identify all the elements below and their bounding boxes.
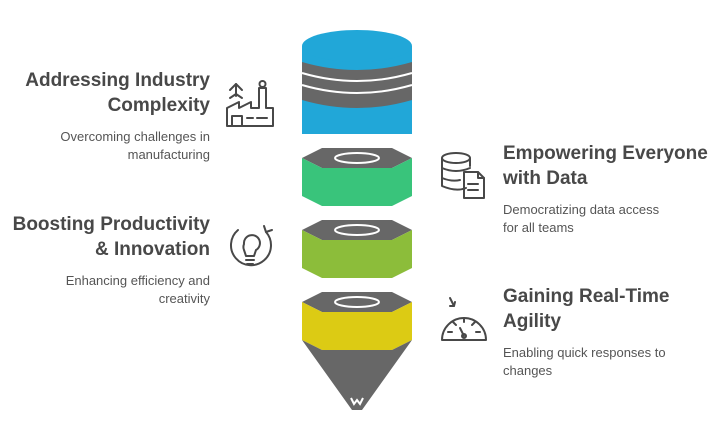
- item-3-description: Enhancing efficiency and creativity: [65, 273, 210, 306]
- layer-4-hexagon: [302, 292, 412, 350]
- bottom-cone: [302, 340, 412, 410]
- item-2-description: Democratizing data access for all teams: [503, 202, 660, 235]
- factory-icon: [226, 80, 274, 127]
- speedometer-icon: [441, 297, 487, 341]
- item-1-title: Addressing Industry Complexity: [25, 70, 210, 116]
- item-1-description: Overcoming challenges in manufacturing: [60, 129, 210, 162]
- database-document-icon: [441, 152, 485, 199]
- item-2-title: Empowering Everyone with Data: [503, 143, 708, 189]
- item-4-title: Gaining Real-Time Agility: [503, 286, 670, 332]
- layer-3-hexagon: [302, 220, 412, 278]
- lightbulb-icon: [230, 225, 273, 267]
- layer-2-hexagon: [302, 148, 412, 206]
- layer-1-cylinder: [301, 30, 413, 134]
- item-4-description: Enabling quick responses to changes: [503, 345, 666, 378]
- item-3-title: Boosting Productivity & Innovation: [12, 214, 210, 260]
